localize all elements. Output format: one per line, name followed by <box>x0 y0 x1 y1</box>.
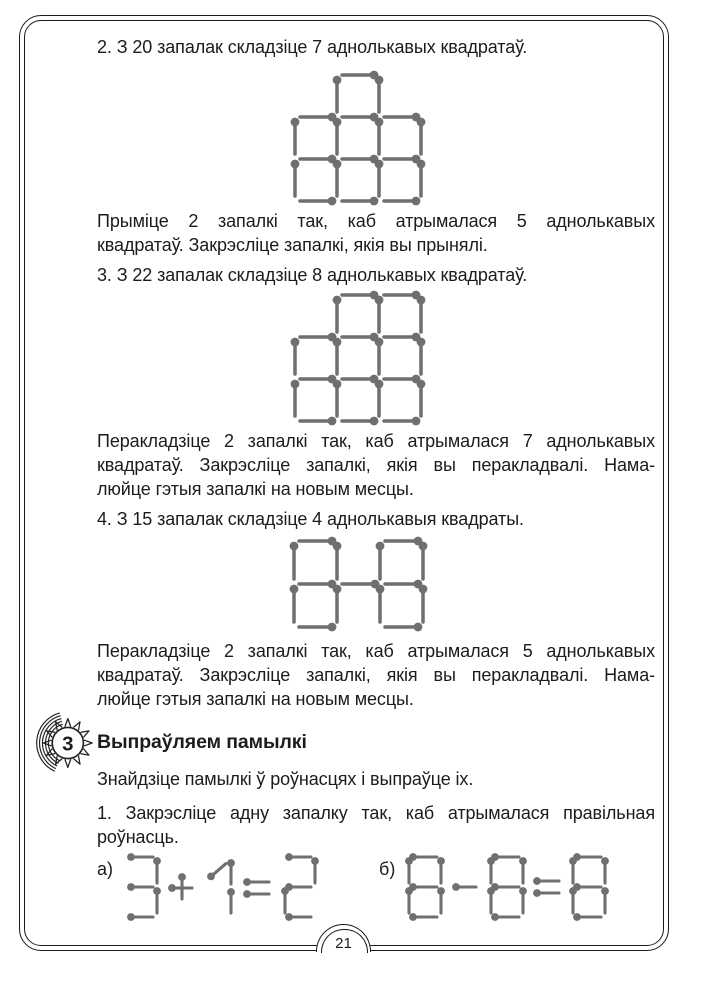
task-3-text: 3. З 22 запалак складзіце 8 аднолькавых … <box>97 263 655 287</box>
matchstick-equation-a <box>119 849 323 930</box>
page-number-arc-outer: 21 <box>316 924 371 953</box>
section-number: 3 <box>62 732 73 755</box>
find-errors-text: Знайдзіце памылкі ў роўнасцях і выпраўце… <box>97 767 655 791</box>
sun-badge-icon: 3 <box>36 712 93 772</box>
paragraph-line: квадратаў. Закрэсліце запалкі, якія вы п… <box>97 235 488 255</box>
section-title: Выпраўляем памылкі <box>97 731 307 753</box>
task-4-instruction: Перакладзіце 2 запалкі так, каб атрымала… <box>97 639 655 711</box>
paragraph-line: Знайдзіце памылкі ў роўнасцях і выпраўце… <box>97 769 474 789</box>
paragraph-line: Прыміце 2 запалкі так, каб атрымалася 5 … <box>97 211 655 231</box>
sun-rays-icon <box>42 718 93 768</box>
paragraph-line: Перакладзіце 2 запалкі так, каб атрымала… <box>97 431 655 451</box>
task-2-text: 2. З 20 запалак складзіце 7 аднолькавых … <box>97 35 655 59</box>
paragraph-line: квадратаў. Закрэсліце запалкі, якія вы п… <box>97 665 655 685</box>
section-header: 3 Выпраўляем памылкі <box>36 712 655 772</box>
task-4-text: 4. З 15 запалак складзіце 4 аднолькавыя … <box>97 507 655 531</box>
paragraph-line: 2. З 20 запалак складзіце 7 аднолькавых … <box>97 37 528 57</box>
task-1-text: 1. Закрэсліце адну запалку так, каб атры… <box>97 801 655 849</box>
equation-a-label: а) <box>97 859 114 879</box>
matchstick-figure-15-matches <box>79 533 637 635</box>
equation-b-group: б) <box>379 853 613 930</box>
matchstick-figure-20-matches <box>79 67 637 209</box>
paragraph-line: 3. З 22 запалак складзіце 8 аднолькавых … <box>97 265 528 285</box>
paragraph-line: Перакладзіце 2 запалкі так, каб атрымала… <box>97 641 655 661</box>
page-number: 21 <box>335 934 352 952</box>
badge-circle <box>51 726 85 760</box>
page-number-tab: 21 <box>316 924 372 953</box>
paragraph-line: люйце гэтыя запалкі на новым месцы. <box>97 479 414 499</box>
paragraph-line: роўнасць. <box>97 827 179 847</box>
paragraph-line: квадратаў. Закрэсліце запалкі, якія вы п… <box>97 455 655 475</box>
matchstick-equations-row: а) б) <box>97 853 655 930</box>
paragraph-line: 4. З 15 запалак складзіце 4 аднолькавыя … <box>97 509 524 529</box>
page-content: 2. З 20 запалак складзіце 7 аднолькавых … <box>36 15 655 930</box>
task-2-instruction: Прыміце 2 запалкі так, каб атрымалася 5 … <box>97 209 655 257</box>
matchstick-figure-22-matches <box>79 287 637 429</box>
equation-b-label: б) <box>379 859 396 879</box>
paragraph-line: 1. Закрэсліце адну запалку так, каб атры… <box>97 803 655 823</box>
task-3-instruction: Перакладзіце 2 запалкі так, каб атрымала… <box>97 429 655 501</box>
matchstick-equation-b <box>401 849 613 930</box>
paragraph-line: люйце гэтыя запалкі на новым месцы. <box>97 689 414 709</box>
